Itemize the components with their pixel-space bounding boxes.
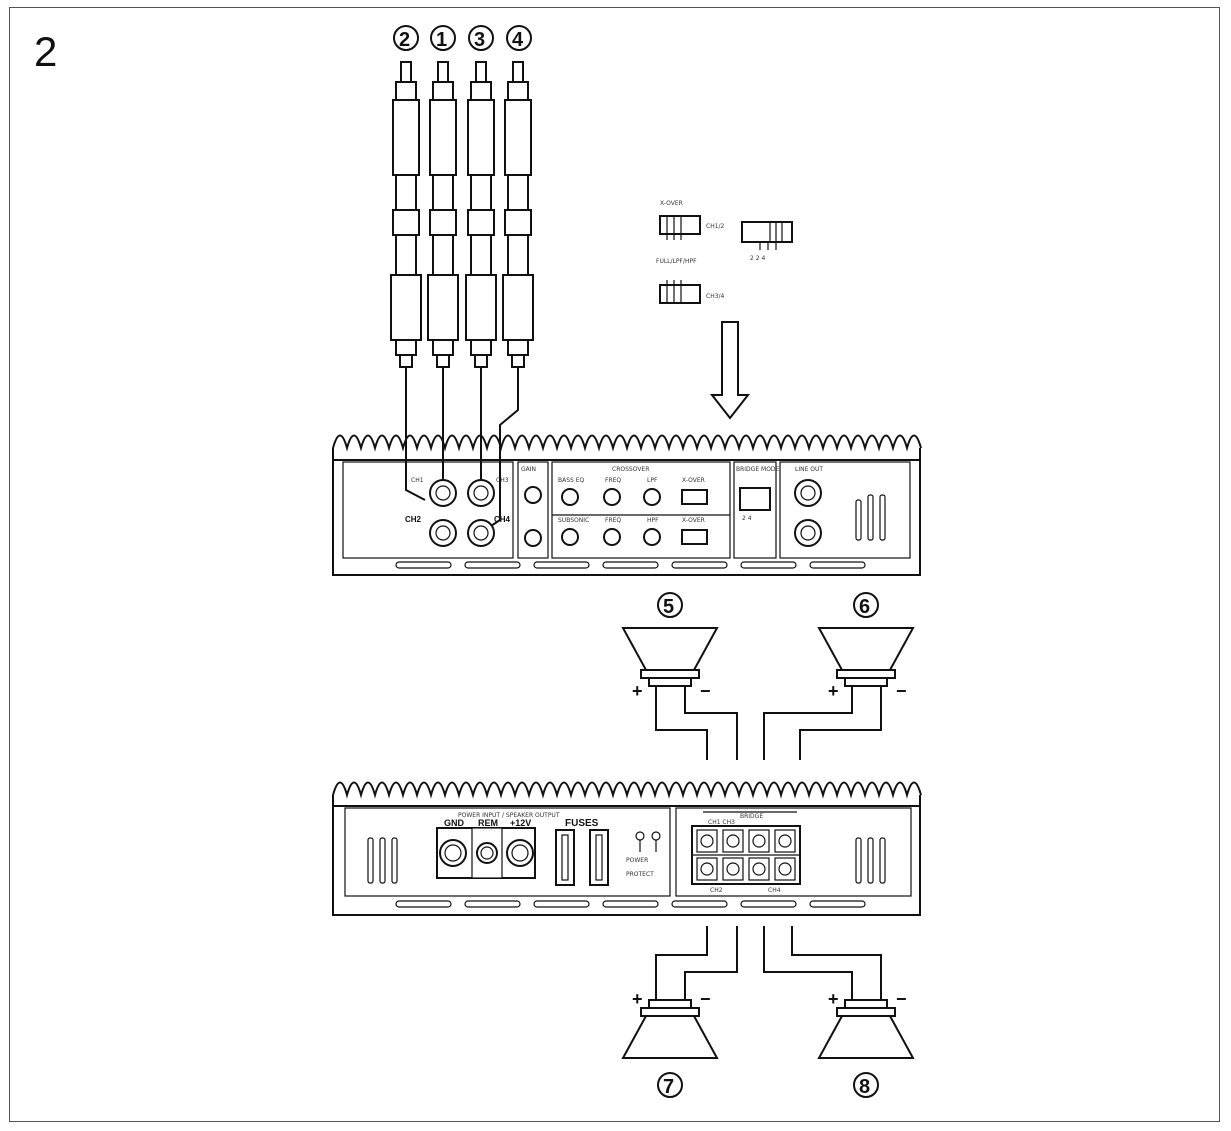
callout-7: 7 — [663, 1076, 674, 1098]
xover-title: X-OVER — [660, 200, 683, 207]
callout-6: 6 — [859, 596, 870, 618]
knob-r1-3: LPF — [647, 477, 658, 484]
knob-r2-2: FREQ — [605, 517, 621, 524]
input-ch4-label: CH4 — [494, 515, 511, 524]
svg-text:−: − — [700, 681, 711, 701]
svg-text:−: − — [896, 989, 907, 1009]
knob-r2-3: HPF — [647, 517, 659, 524]
xover-switch-detail: X-OVER CH1/2 FULL/LPF/HPF CH3/4 2 2 4 — [656, 200, 793, 420]
fuses-label: FUSES — [565, 818, 599, 829]
bridge-marks: 2 4 — [742, 515, 752, 522]
input-ch3-label: CH3 — [496, 477, 509, 484]
input-ch1-label: CH1 — [411, 477, 424, 484]
callout-1: 1 — [436, 29, 447, 51]
svg-text:+: + — [828, 681, 839, 701]
12v-label: +12V — [510, 818, 531, 828]
bridge-title: BRIDGE MODE — [736, 466, 780, 473]
xover-ch34-label: CH3/4 — [706, 293, 725, 300]
rca-plug-1 — [427, 61, 459, 480]
input-ch2-label: CH2 — [405, 515, 422, 524]
protect-led-label: PROTECT — [626, 871, 654, 878]
right-switch-marks: 2 2 4 — [750, 255, 765, 262]
svg-text:+: + — [632, 681, 643, 701]
knob-r1-4: X-OVER — [682, 477, 705, 484]
diagram-frame — [9, 7, 1220, 1122]
callout-4: 4 — [512, 29, 524, 51]
line-out-title: LINE OUT — [795, 466, 823, 473]
knob-r1-1: BASS EQ — [558, 477, 585, 484]
callout-3: 3 — [474, 29, 485, 51]
callouts-rca: 2 1 3 4 — [393, 25, 532, 51]
speaker-ch4-label: CH4 — [768, 887, 781, 894]
speaker-7: + − 7 — [621, 926, 738, 1098]
xover-section-label: FULL/LPF/HPF — [656, 258, 697, 265]
rca-plug-4 — [484, 61, 534, 531]
rem-label: REM — [478, 818, 498, 828]
crossover-title: CROSSOVER — [612, 466, 649, 473]
speaker-5: 5 + − — [621, 592, 738, 760]
gnd-label: GND — [444, 818, 465, 828]
speaker-ch2-label: CH2 — [710, 887, 723, 894]
knob-r2-4: X-OVER — [682, 517, 705, 524]
rca-plug-2 — [390, 61, 426, 501]
rca-cables — [390, 61, 534, 531]
svg-text:−: − — [700, 989, 711, 1009]
callout-8: 8 — [859, 1076, 870, 1098]
power-header: POWER INPUT / SPEAKER OUTPUT — [458, 812, 560, 819]
knob-r2-1: SUBSONIC — [558, 517, 589, 524]
gain-title: GAIN — [521, 466, 536, 473]
rca-plug-3 — [465, 61, 497, 480]
page-number: 2 — [34, 28, 58, 75]
svg-text:+: + — [632, 989, 643, 1009]
bottom-amplifier: POWER INPUT / SPEAKER OUTPUT GND REM +12… — [332, 781, 922, 916]
callout-2: 2 — [399, 29, 410, 51]
top-amplifier: CH1 CH2 CH3 CH4 GAIN CROSSOVER BASS EQ F… — [332, 434, 922, 576]
speaker-8: + − 8 — [763, 926, 915, 1098]
xover-ch12-label: CH1/2 — [706, 223, 725, 230]
svg-text:+: + — [828, 989, 839, 1009]
knob-r1-2: FREQ — [605, 477, 621, 484]
power-led-label: POWER — [626, 857, 648, 864]
bridge-top-label: BRIDGE — [740, 813, 763, 820]
svg-text:−: − — [896, 681, 907, 701]
speaker-top-label: CH1 CH3 — [708, 819, 735, 826]
callout-5: 5 — [663, 596, 674, 618]
speaker-6: 6 + − — [763, 592, 915, 760]
